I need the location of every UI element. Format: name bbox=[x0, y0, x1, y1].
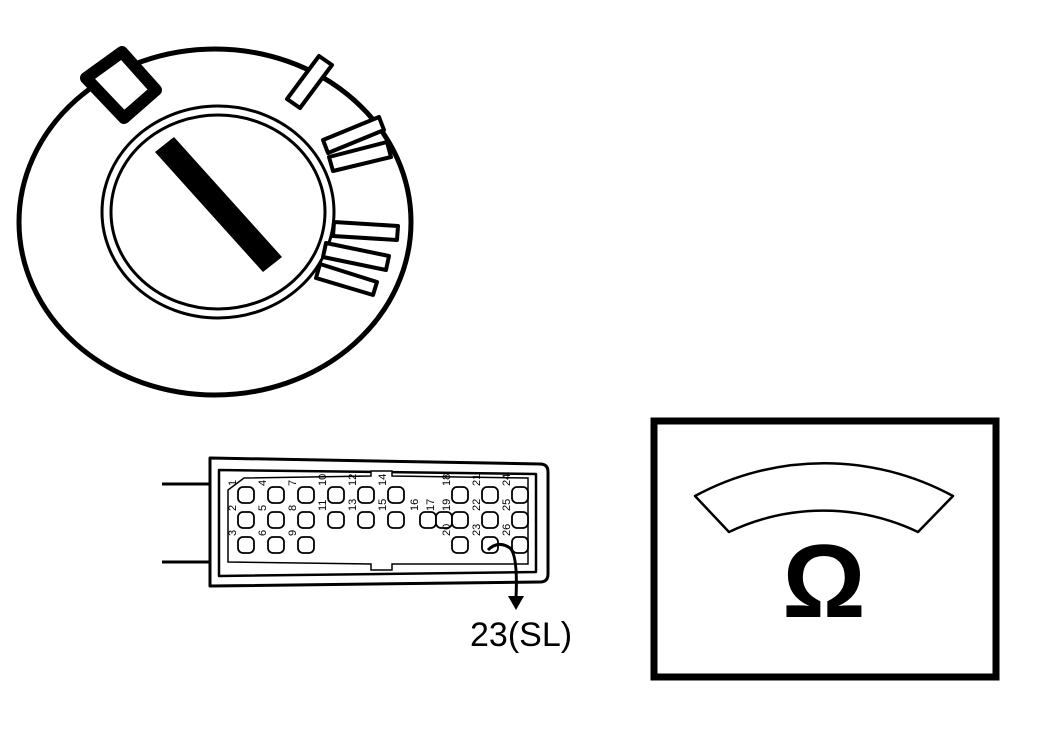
connector-pin-17: 17 bbox=[425, 499, 453, 529]
connector-pin-21-socket bbox=[481, 486, 499, 504]
connector-pin-4-socket bbox=[267, 486, 285, 504]
connector-pin-24-socket bbox=[511, 486, 529, 504]
connector-pin-16-socket bbox=[419, 511, 437, 529]
connector-pin-26-socket bbox=[511, 536, 529, 554]
position-marker-2a bbox=[331, 220, 400, 242]
connector-pin-23-label: 23 bbox=[471, 524, 483, 536]
connector-pin-12: 12 bbox=[347, 474, 375, 504]
connector-pin-6-label: 6 bbox=[257, 530, 269, 536]
ignition-key-slot bbox=[155, 137, 282, 272]
ohm-symbol-icon: Ω bbox=[782, 524, 865, 640]
connector-pin-7: 7 bbox=[287, 480, 315, 504]
position-marker-2c bbox=[314, 262, 379, 297]
connector-pin-8-label: 8 bbox=[287, 505, 299, 511]
ignition-position-markers bbox=[285, 54, 400, 297]
ohmmeter-scale-arc bbox=[693, 461, 955, 534]
connector-pin-18: 18 bbox=[441, 474, 469, 504]
connector-pin-11-socket bbox=[327, 511, 345, 529]
connector-pin-19: 19 bbox=[441, 499, 469, 529]
connector-pin-25: 25 bbox=[501, 499, 529, 529]
connector-pin-22: 22 bbox=[471, 499, 499, 529]
connector-pin-22-label: 22 bbox=[471, 499, 483, 511]
connector-pin-25-socket bbox=[511, 511, 529, 529]
connector-pin-1: 1 bbox=[227, 480, 255, 504]
connector-pin-20-socket bbox=[451, 536, 469, 554]
connector-pin-13: 13 bbox=[347, 499, 375, 529]
connector-pin-1-socket bbox=[237, 486, 255, 504]
connector-pin-3-socket bbox=[237, 536, 255, 554]
connector-pin-21-label: 21 bbox=[471, 474, 483, 486]
connector-pin-10: 10 bbox=[317, 474, 345, 504]
connector-pin-8: 8 bbox=[287, 505, 315, 529]
connector-pin-8-socket bbox=[297, 511, 315, 529]
connector-pin-19-socket bbox=[451, 511, 469, 529]
connector-pin-9: 9 bbox=[287, 530, 315, 554]
connector-pin-11: 11 bbox=[317, 500, 345, 529]
callout-leader bbox=[486, 543, 518, 599]
connector-pin-5-label: 5 bbox=[257, 505, 269, 511]
connector-pin-14-label: 14 bbox=[377, 474, 389, 486]
position-marker-2b bbox=[321, 241, 391, 272]
connector-pin-14: 14 bbox=[377, 474, 405, 504]
connector-pin-6-socket bbox=[267, 536, 285, 554]
connector-pin-12-socket bbox=[357, 486, 375, 504]
connector-pin-2: 2 bbox=[227, 505, 255, 529]
connector-pin-7-label: 7 bbox=[287, 480, 299, 486]
ohmmeter: Ω bbox=[650, 417, 1000, 681]
connector-pin-3: 3 bbox=[227, 530, 255, 554]
connector-pin-2-socket bbox=[237, 511, 255, 529]
connector-pin-13-label: 13 bbox=[347, 499, 359, 511]
position-marker-1a bbox=[321, 115, 386, 155]
connector-pin-14-socket bbox=[387, 486, 405, 504]
ignition-switch bbox=[16, 46, 414, 398]
callout-arrowhead bbox=[508, 596, 524, 610]
connector-pin-12-label: 12 bbox=[347, 474, 359, 486]
connector-pin-11-label: 11 bbox=[317, 500, 329, 511]
connector-pin-22-socket bbox=[481, 511, 499, 529]
connector-pin-1-label: 1 bbox=[227, 480, 239, 486]
connector-pin-10-label: 10 bbox=[317, 474, 329, 486]
connector-pin-7-socket bbox=[297, 486, 315, 504]
connector-pin-16-label: 16 bbox=[409, 499, 421, 511]
connector-pin-2-label: 2 bbox=[227, 505, 239, 511]
connector-pin-21: 21 bbox=[471, 474, 499, 504]
ignition-key-icon bbox=[80, 46, 162, 124]
connector-pin-20-label: 20 bbox=[441, 524, 453, 536]
connector-pin-26: 26 bbox=[501, 524, 529, 554]
connector-pin-18-label: 18 bbox=[441, 474, 453, 486]
connector-pin-20: 20 bbox=[441, 524, 469, 554]
connector-pin-3-label: 3 bbox=[227, 530, 239, 536]
connector-pin-15: 15 bbox=[377, 499, 405, 529]
connector-pin-9-socket bbox=[297, 536, 315, 554]
connector-pin-4: 4 bbox=[257, 480, 285, 504]
connector-pin-24-label: 24 bbox=[501, 474, 513, 486]
connector-pin-5: 5 bbox=[257, 505, 285, 529]
connector-pin-24: 24 bbox=[501, 474, 529, 504]
connector-pin-10-socket bbox=[327, 486, 345, 504]
position-marker-1b bbox=[327, 140, 393, 173]
connector-pin-4-label: 4 bbox=[257, 480, 269, 486]
connector-pin-9-label: 9 bbox=[287, 530, 299, 536]
connector-pin-17-label: 17 bbox=[425, 499, 437, 511]
connector-pin-5-socket bbox=[267, 511, 285, 529]
connector-housing-inner bbox=[217, 468, 538, 578]
connector-pin-25-label: 25 bbox=[501, 499, 513, 511]
connector-pin-13-socket bbox=[357, 511, 375, 529]
connector-pin-18-socket bbox=[451, 486, 469, 504]
connector-pin-19-label: 19 bbox=[441, 499, 453, 511]
callout-pin-23-label: 23(SL) bbox=[470, 616, 572, 654]
position-marker-0 bbox=[285, 54, 334, 110]
connector-pin-15-socket bbox=[387, 511, 405, 529]
connector-pin-26-label: 26 bbox=[501, 524, 513, 536]
connector-pin-15-label: 15 bbox=[377, 499, 389, 511]
connector-pin-6: 6 bbox=[257, 530, 285, 554]
